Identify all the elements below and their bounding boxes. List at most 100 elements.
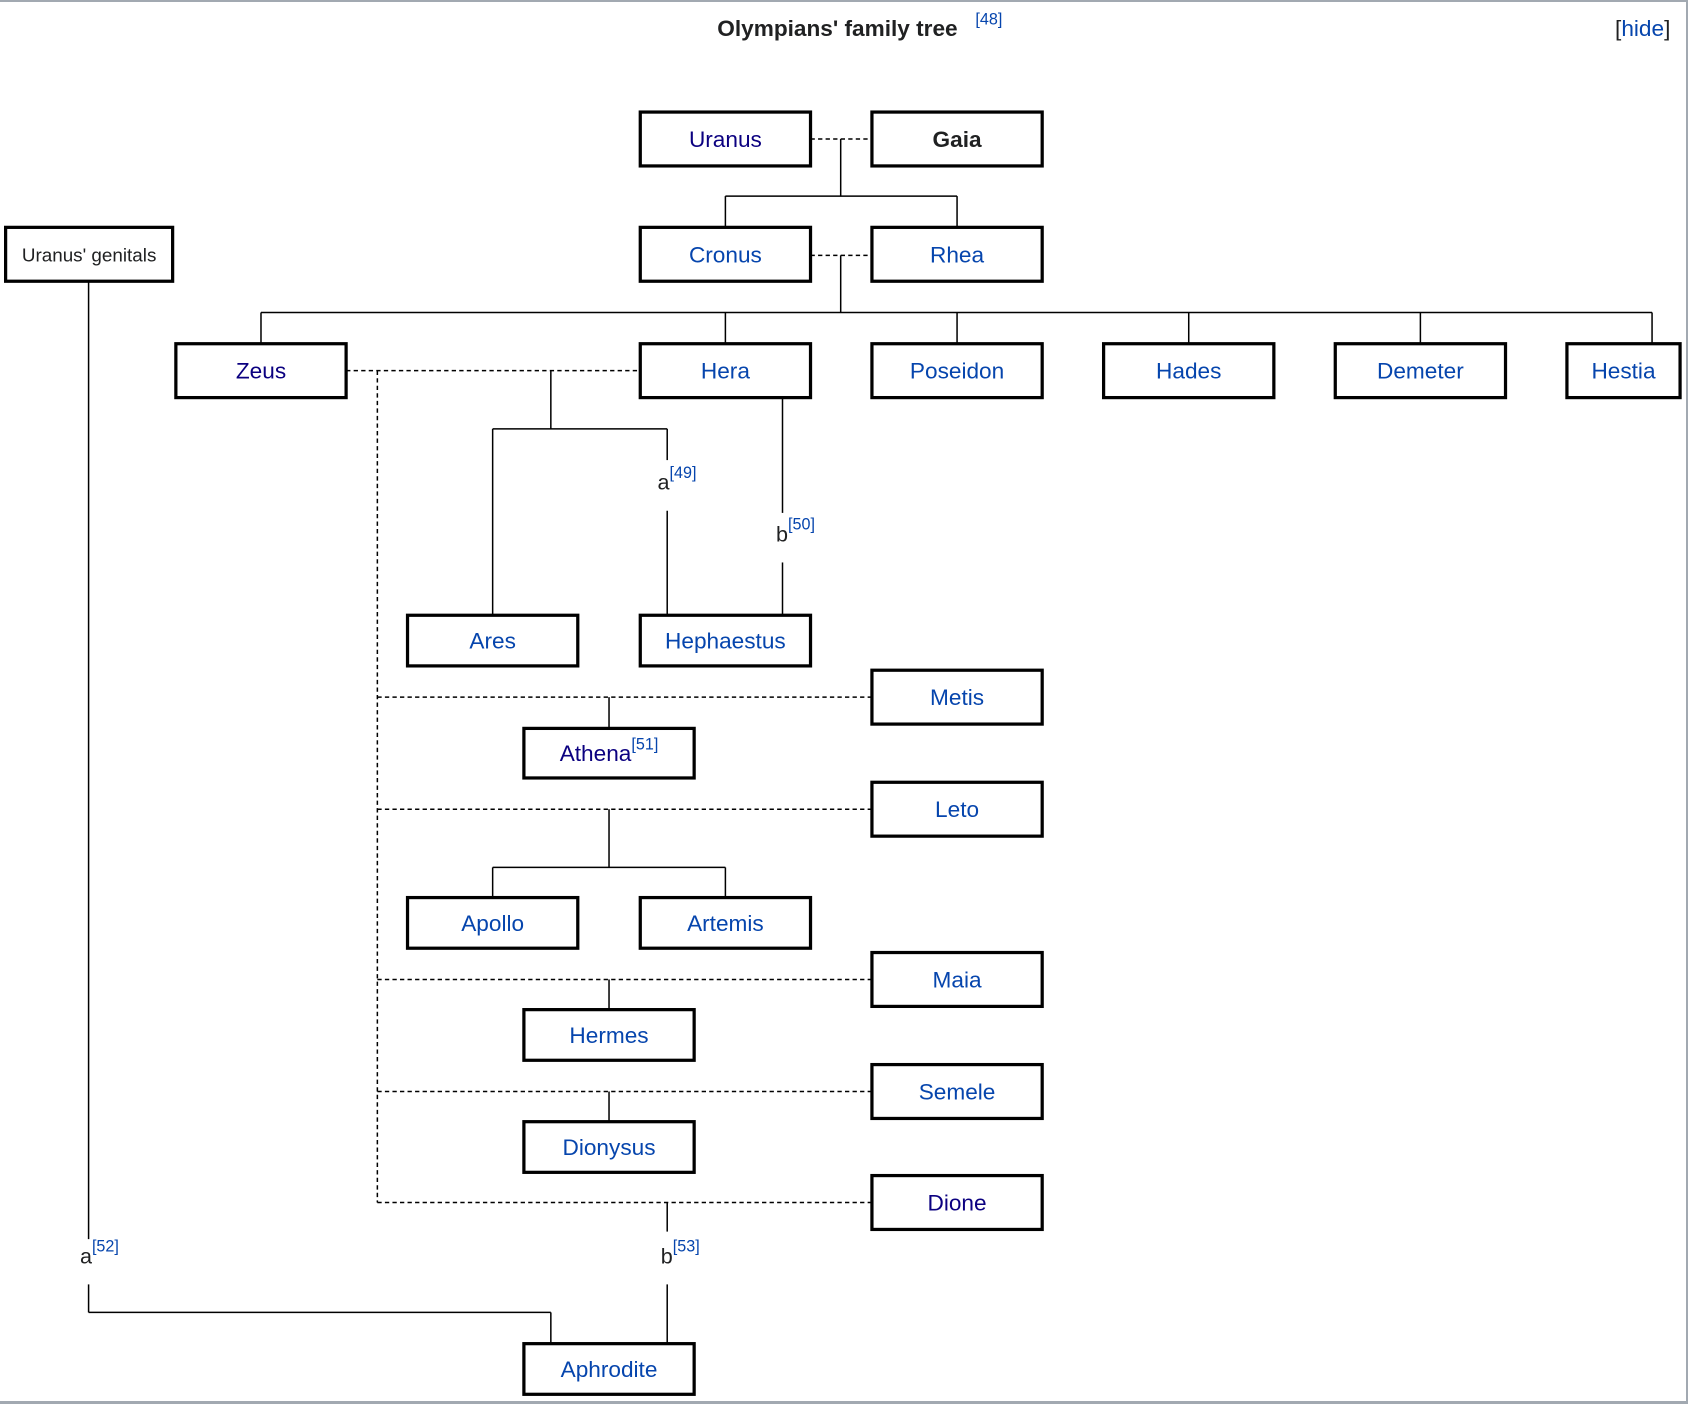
box-border (870, 342, 1044, 400)
person-label[interactable]: Zeus (236, 358, 286, 383)
diagram-title: Olympians' family tree (717, 16, 957, 41)
person-name: Semele (919, 1079, 996, 1104)
person-name: Zeus (236, 358, 286, 383)
person-label[interactable]: Apollo (461, 910, 524, 935)
person-box-poseidon[interactable]: Poseidon (870, 342, 1044, 400)
box-border (638, 225, 813, 283)
person-name: Cronus (689, 242, 762, 267)
person-box-uranus-genitals: Uranus' genitals (4, 225, 175, 283)
person-label[interactable]: Cronus (689, 242, 762, 267)
person-label[interactable]: Semele (919, 1079, 996, 1104)
person-label[interactable]: Metis (930, 685, 984, 710)
person-label[interactable]: Poseidon (910, 358, 1004, 383)
person-label: Gaia (933, 126, 982, 151)
box-border (870, 668, 1044, 726)
title-reference[interactable]: [48] (975, 10, 1002, 28)
person-label[interactable]: Aphrodite (561, 1356, 658, 1381)
person-box-uranus[interactable]: Uranus (638, 110, 813, 168)
person-box-apollo[interactable]: Apollo (405, 895, 580, 950)
person-name: Gaia (933, 126, 982, 151)
person-name: Uranus' genitals (22, 244, 157, 265)
person-box-artemis[interactable]: Artemis (638, 895, 813, 950)
box-border (174, 342, 348, 400)
person-label[interactable]: Artemis (687, 910, 764, 935)
person-box-aphrodite[interactable]: Aphrodite (522, 1342, 696, 1396)
person-label[interactable]: Leto (935, 797, 979, 822)
person-label[interactable]: Ares (469, 628, 515, 653)
note-mark: a[49] (658, 464, 697, 494)
person-name: Metis (930, 685, 984, 710)
note-letter: a (80, 1243, 92, 1268)
footnote-marks: a[49]b[50]a[52]b[53] (80, 464, 815, 1268)
person-box-hermes[interactable]: Hermes (522, 1008, 696, 1062)
person-label[interactable]: Dione (928, 1190, 987, 1215)
person-box-maia[interactable]: Maia (870, 950, 1044, 1009)
person-label[interactable]: Hestia (1591, 358, 1656, 383)
person-label[interactable]: Hermes (569, 1022, 648, 1047)
box-border (522, 1120, 696, 1174)
person-label[interactable]: Hera (701, 358, 750, 383)
person-box-demeter[interactable]: Demeter (1333, 342, 1508, 400)
person-label: Uranus' genitals (22, 244, 157, 265)
bracket: ] (1664, 16, 1670, 41)
person-name: Athena[51] (560, 736, 659, 766)
person-box-leto[interactable]: Leto (870, 780, 1044, 838)
note-reference[interactable]: [52] (92, 1238, 119, 1256)
person-reference[interactable]: [51] (631, 736, 658, 754)
person-name: Hestia (1591, 358, 1656, 383)
person-box-gaia: Gaia (870, 110, 1044, 168)
person-label[interactable]: Hephaestus (665, 628, 786, 653)
person-box-zeus[interactable]: Zeus (174, 342, 348, 400)
person-name: Dione (928, 1190, 987, 1215)
box-border (870, 780, 1044, 838)
box-border (522, 1008, 696, 1062)
box-border (405, 613, 580, 668)
person-label[interactable]: Hades (1156, 358, 1221, 383)
box-border (870, 1173, 1044, 1232)
person-box-metis[interactable]: Metis (870, 668, 1044, 726)
person-box-hades[interactable]: Hades (1101, 342, 1276, 400)
person-label[interactable]: Uranus (689, 126, 762, 151)
person-label[interactable]: Rhea (930, 242, 984, 267)
person-box-athena[interactable]: Athena[51] (522, 726, 696, 780)
person-label[interactable]: Demeter (1377, 358, 1464, 383)
person-box-dionysus[interactable]: Dionysus (522, 1120, 696, 1174)
note-reference[interactable]: [49] (669, 464, 696, 482)
note-reference[interactable]: [53] (673, 1238, 700, 1256)
person-box-hera[interactable]: Hera (638, 342, 813, 400)
note-reference[interactable]: [50] (788, 516, 815, 534)
box-border (405, 895, 580, 950)
person-label[interactable]: Dionysus (563, 1135, 656, 1160)
hide-link[interactable]: hide (1621, 16, 1664, 41)
note-letter: b (661, 1243, 673, 1268)
note-letter: a (658, 469, 670, 494)
person-label[interactable]: Maia (933, 967, 982, 992)
title-text: Olympians' family tree (717, 16, 957, 41)
box-border (1565, 342, 1682, 400)
connector-lines (87, 138, 1653, 1344)
box-border (522, 1342, 696, 1396)
person-box-semele[interactable]: Semele (870, 1062, 1044, 1121)
person-box-rhea[interactable]: Rhea (870, 225, 1044, 283)
person-label[interactable]: Athena (560, 741, 632, 766)
note-mark: a[52] (80, 1238, 119, 1268)
box-border (638, 895, 813, 950)
person-name: Rhea (930, 242, 984, 267)
person-name: Aphrodite (561, 1356, 658, 1381)
person-box-dione[interactable]: Dione (870, 1173, 1044, 1232)
person-box-cronus[interactable]: Cronus (638, 225, 813, 283)
box-border (638, 342, 813, 400)
person-box-hestia[interactable]: Hestia (1565, 342, 1682, 400)
box-border (870, 225, 1044, 283)
bracket: [ (1615, 16, 1622, 41)
person-box-hephaestus[interactable]: Hephaestus (638, 613, 813, 668)
person-name: Dionysus (563, 1135, 656, 1160)
person-box-ares[interactable]: Ares (405, 613, 580, 668)
person-name: Hades (1156, 358, 1221, 383)
note-letter: b (776, 521, 788, 546)
box-border (4, 225, 175, 283)
hide-toggle[interactable]: [hide] (1615, 16, 1670, 41)
person-name: Poseidon (910, 358, 1004, 383)
